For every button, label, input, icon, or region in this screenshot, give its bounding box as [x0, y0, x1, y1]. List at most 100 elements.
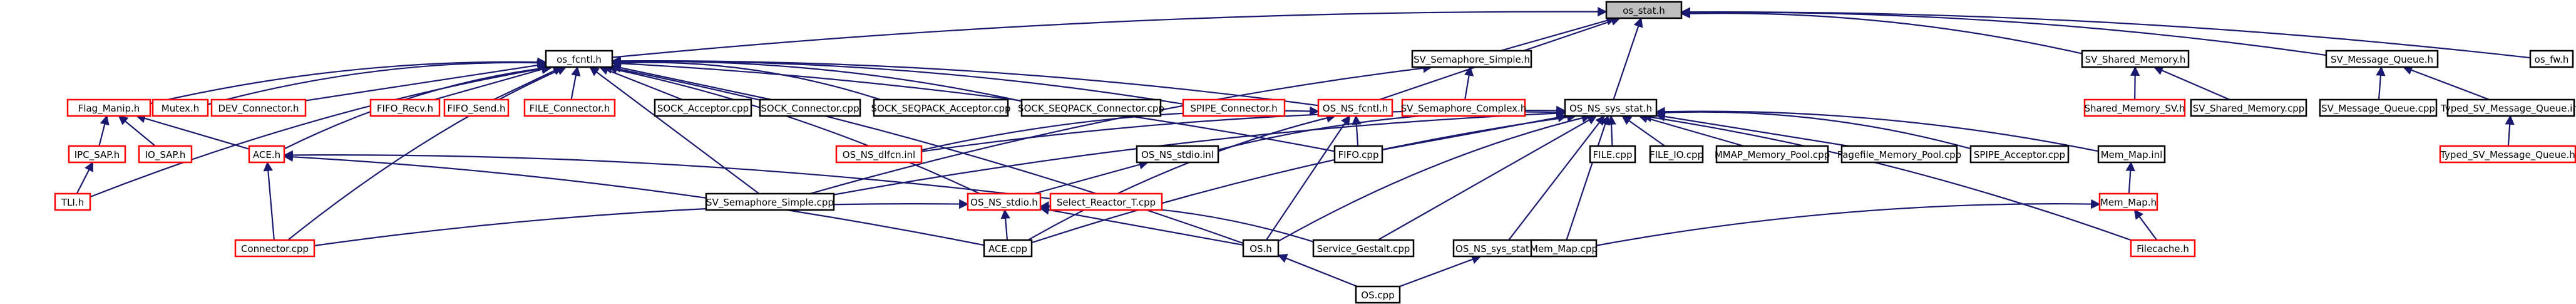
node-file_io_cpp[interactable]: FILE_IO.cpp: [1649, 145, 1704, 164]
node-filecache_h[interactable]: Filecache.h: [2130, 239, 2196, 258]
edge-mem_map_inl-to-os_ns_sys_stat_h: [1655, 107, 2099, 152]
node-os_h[interactable]: OS.h: [1242, 239, 1280, 258]
node-sock_seqpack_con_cpp[interactable]: SOCK_SEQPACK_Connector.cpp: [1018, 98, 1164, 117]
edge-fifo_cpp-to-os_ns_fcntl_h: [1352, 115, 1362, 147]
node-label: OS.cpp: [1361, 290, 1394, 301]
node-box: [443, 98, 510, 117]
node-box: [654, 98, 752, 117]
node-typed_sv_mq_inl[interactable]: Typed_SV_Message_Queue.inl: [2440, 98, 2576, 117]
edge-ace_cpp-to-ace_h: [283, 152, 985, 246]
node-os_cpp[interactable]: OS.cpp: [1355, 285, 1401, 304]
node-os_ns_stdio_h[interactable]: OS_NS_stdio.h: [967, 192, 1042, 211]
node-io_sap_h[interactable]: IO_SAP.h: [138, 145, 193, 164]
edge-pagefile_mem_pool_cpp-to-os_ns_sys_stat_h: [1655, 112, 1849, 147]
node-typed_sv_mq_h[interactable]: Typed_SV_Message_Queue.h: [2439, 145, 2576, 164]
node-sv_sem_complex_h[interactable]: SV_Semaphore_Complex.h: [1401, 98, 1527, 117]
node-box: [2319, 98, 2438, 117]
node-os_fw_h[interactable]: os_fw.h: [2529, 50, 2574, 68]
node-fifo_cpp[interactable]: FIFO.cpp: [1333, 145, 1383, 164]
edge-sv_sem_complex_h-to-sv_sem_simple_h: [1464, 66, 1474, 100]
node-ace_cpp[interactable]: ACE.cpp: [983, 239, 1033, 258]
node-box: [1605, 1, 1683, 19]
node-box: [1312, 239, 1415, 258]
node-box: [1840, 145, 1958, 164]
node-ipc_sap_h[interactable]: IPC_SAP.h: [68, 145, 126, 164]
edge-connector_cpp-to-os_fcntl_h: [287, 66, 567, 241]
node-select_reactor_t_cpp[interactable]: Select_Reactor_T.cpp: [1049, 192, 1163, 211]
node-label: ACE.cpp: [988, 243, 1027, 254]
node-flag_manip_h[interactable]: Flag_Manip.h: [66, 98, 151, 117]
node-os_ns_stdio_inl[interactable]: OS_NS_stdio.inl: [1136, 145, 1219, 164]
node-os_ns_fcntl_h[interactable]: OS_NS_fcntl.h: [1317, 98, 1393, 117]
node-label: Typed_SV_Message_Queue.h: [2440, 149, 2575, 161]
node-label: Service_Gestalt.cpp: [1317, 243, 1410, 255]
node-mem_map_cpp[interactable]: Mem_Map.cpp: [1530, 239, 1598, 258]
node-sv_msg_queue_cpp[interactable]: SV_Message_Queue.cpp: [2319, 98, 2438, 117]
edge-sv_sem_simple_cpp-to-os_fcntl_h: [589, 66, 760, 194]
node-sock_connector_cpp[interactable]: SOCK_Connector.cpp: [759, 98, 861, 117]
node-box: [1649, 145, 1704, 164]
node-label: SV_Message_Queue.h: [2331, 54, 2433, 66]
node-file_cpp[interactable]: FILE.cpp: [1589, 145, 1636, 164]
node-box: [1020, 98, 1162, 117]
node-label: OS_NS_sys_stat.cpp: [1455, 243, 1549, 255]
edge-os_ns_stdio_h-to-os_ns_stdio_inl: [1034, 160, 1149, 195]
edge-os_h-to-os_ns_sys_stat_h: [1278, 113, 1592, 242]
node-sock_acceptor_cpp[interactable]: SOCK_Acceptor.cpp: [654, 98, 752, 117]
node-label: Mem_Map.cpp: [1530, 243, 1598, 255]
node-box: [138, 145, 193, 164]
node-os_ns_sys_stat_h[interactable]: OS_NS_sys_stat.h: [1564, 98, 1658, 117]
edge-mem_map_cpp-to-os_ns_sys_stat_h: [1566, 115, 1610, 241]
node-label: SV_Shared_Memory.cpp: [2193, 103, 2305, 115]
node-mem_map_h[interactable]: Mem_Map.h: [2098, 192, 2158, 211]
node-spipe_acceptor_cpp[interactable]: SPIPE_Acceptor.cpp: [1969, 145, 2070, 164]
node-sv_shared_mem_cpp[interactable]: SV_Shared_Memory.cpp: [2190, 98, 2307, 117]
node-tli_h[interactable]: TLI.h: [54, 192, 91, 211]
node-label: FIFO_Recv.h: [377, 103, 433, 115]
node-fifo_send_h[interactable]: FIFO_Send.h: [443, 98, 510, 117]
edge-fifo_recv_h-to-os_fcntl_h: [434, 65, 552, 101]
node-shared_memory_sv_h[interactable]: Shared_Memory_SV.h: [2083, 98, 2186, 117]
node-label: Typed_SV_Message_Queue.inl: [2440, 103, 2576, 115]
edge-tli_h-to-ipc_sap_h: [76, 161, 94, 194]
node-box: [66, 98, 151, 117]
edge-file_cpp-to-os_ns_sys_stat_h: [1606, 115, 1616, 147]
node-label: Shared_Memory_SV.h: [2085, 103, 2185, 115]
node-label: OS_NS_fcntl.h: [1323, 103, 1388, 115]
node-box: [2325, 50, 2439, 68]
node-sv_msg_queue_h[interactable]: SV_Message_Queue.h: [2325, 50, 2439, 68]
node-connector_cpp[interactable]: Connector.cpp: [234, 239, 316, 258]
node-label: OS_NS_dlfcn.inl: [843, 149, 915, 161]
edge-ace_h-to-flag_manip_h: [135, 113, 250, 150]
edge-os_cpp-to-os_ns_sys_stat_cpp: [1399, 254, 1482, 288]
edge-sv_sem_simple_h-to-os_stat_h: [1500, 16, 1616, 52]
node-sv_shared_mem_h[interactable]: SV_Shared_Memory.h: [2081, 50, 2190, 68]
node-service_gestalt_cpp[interactable]: Service_Gestalt.cpp: [1312, 239, 1415, 258]
node-label: Mutex.h: [162, 103, 199, 114]
node-os_stat_h[interactable]: os_stat.h: [1605, 1, 1683, 19]
node-box: [210, 98, 307, 117]
node-fifo_recv_h[interactable]: FIFO_Recv.h: [369, 98, 441, 117]
node-label: SPIPE_Connector.h: [1190, 103, 1277, 115]
node-sock_seqpack_acc_cpp[interactable]: SOCK_SEQPACK_Acceptor.cpp: [871, 98, 1011, 117]
node-box: [234, 239, 316, 258]
node-dev_connector_h[interactable]: DEV_Connector.h: [210, 98, 307, 117]
node-box: [1589, 145, 1636, 164]
node-box: [1182, 98, 1286, 117]
node-os_fcntl_h[interactable]: os_fcntl.h: [545, 50, 613, 68]
node-file_connector_h[interactable]: FILE_Connector.h: [523, 98, 616, 117]
node-mem_map_inl[interactable]: Mem_Map.inl: [2097, 145, 2166, 164]
node-os_ns_dlfcn_inl[interactable]: OS_NS_dlfcn.inl: [835, 145, 923, 164]
node-mmap_mem_pool_cpp[interactable]: MMAP_Memory_Pool.cpp: [1715, 145, 1830, 164]
node-box: [369, 98, 441, 117]
node-ace_h[interactable]: ACE.h: [248, 145, 285, 164]
edge-filecache_h-to-mem_map_h: [2133, 209, 2158, 241]
node-box: [2446, 98, 2575, 117]
node-sv_sem_simple_h[interactable]: SV_Semaphore_Simple.h: [1411, 50, 1532, 68]
node-spipe_connector_h[interactable]: SPIPE_Connector.h: [1182, 98, 1286, 117]
node-pagefile_mem_pool_cpp[interactable]: Pagefile_Memory_Pool.cpp: [1837, 145, 1961, 164]
node-sv_sem_simple_cpp[interactable]: SV_Semaphore_Simple.cpp: [705, 192, 835, 211]
edge-file_connector_h-to-os_fcntl_h: [570, 66, 581, 100]
edge-ace_h-to-os_fcntl_h: [284, 63, 553, 150]
node-mutex_h[interactable]: Mutex.h: [151, 98, 209, 117]
